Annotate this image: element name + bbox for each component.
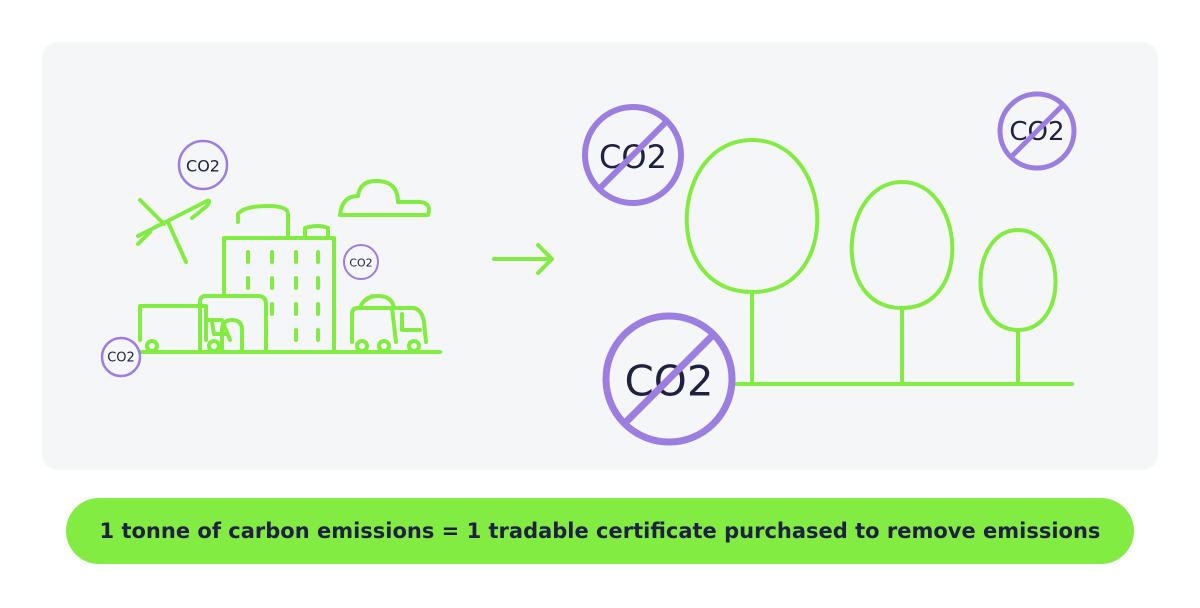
summary-banner: 1 tonne of carbon emissions = 1 tradable… [66,498,1134,564]
factory-building-icon [198,204,336,354]
svg-text:CO2: CO2 [107,351,135,366]
tree-small-icon [978,228,1058,386]
co2-removed-badge-corner: CO2 [997,91,1077,171]
co2-badge-truck: CO2 [100,336,142,378]
airplane-icon [136,198,212,264]
co2-removed-badge-bottom: CO2 [602,312,736,446]
co2-removed-badge-top: CO2 [582,104,684,206]
cloud-icon [338,178,431,217]
summary-banner-text: 1 tonne of carbon emissions = 1 tradable… [99,519,1101,543]
svg-text:CO2: CO2 [186,157,220,176]
svg-text:CO2: CO2 [349,257,372,270]
arrow-right-icon [492,243,554,275]
dump-truck-icon [350,294,428,353]
co2-badge-factory: CO2 [343,244,379,280]
tree-large-icon [684,138,820,386]
illustration-panel [42,42,1158,470]
tree-medium-icon [849,180,955,386]
co2-badge-plane: CO2 [177,139,229,191]
delivery-truck-icon [138,304,232,353]
